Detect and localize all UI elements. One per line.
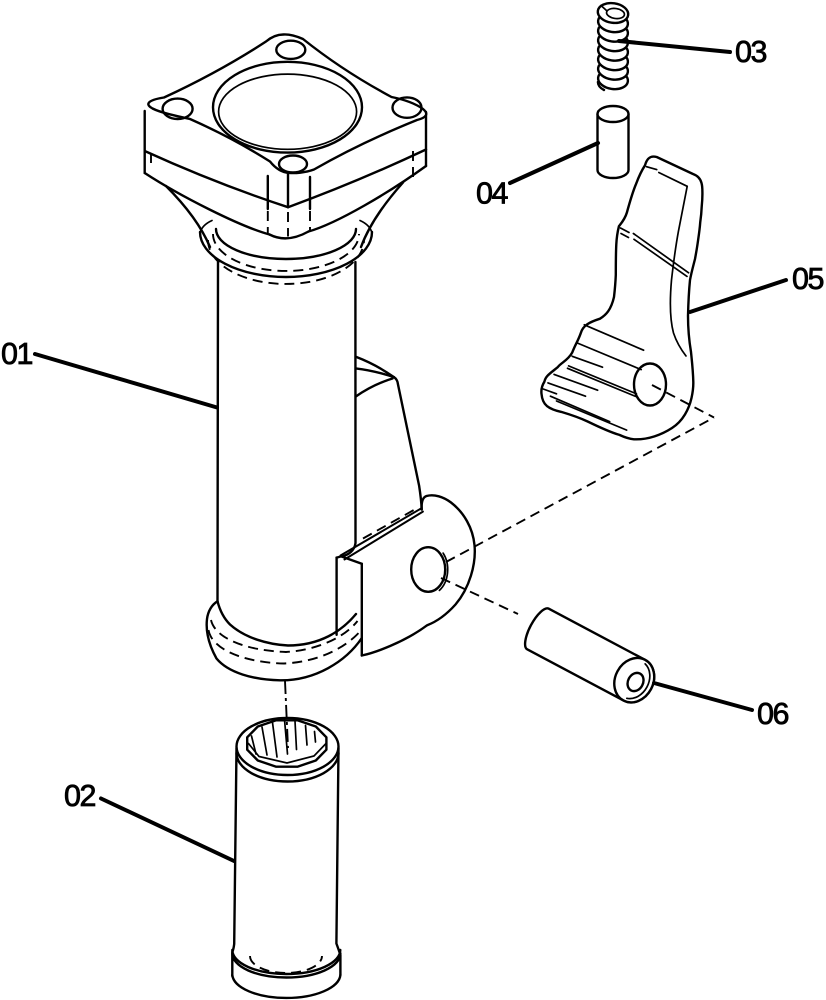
svg-text:03: 03 [735, 35, 766, 69]
svg-text:04: 04 [476, 177, 508, 211]
svg-text:02: 02 [64, 779, 95, 813]
svg-text:06: 06 [757, 697, 788, 731]
svg-text:01: 01 [1, 337, 32, 371]
svg-text:05: 05 [792, 262, 823, 296]
